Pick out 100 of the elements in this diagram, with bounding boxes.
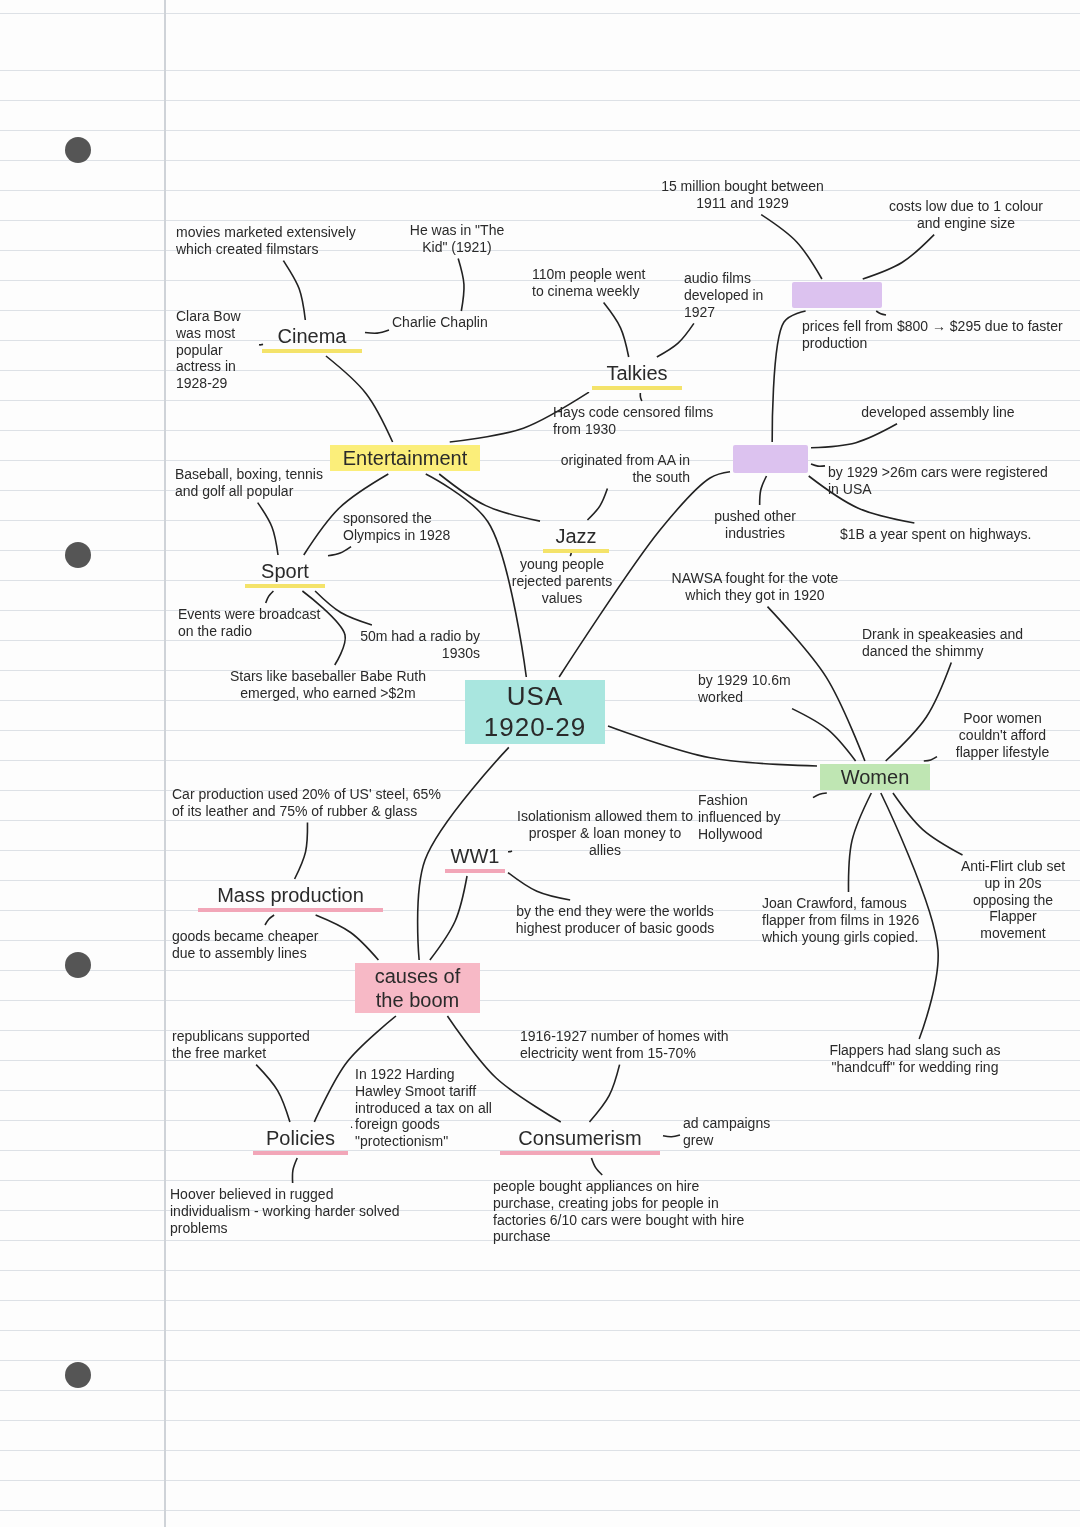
connector-line <box>448 391 590 443</box>
note-text: by the end they were the worlds highest producer of basic goods <box>500 903 730 937</box>
connector-line <box>880 792 939 1040</box>
note-text: prices fell from $800 → $295 due to faster production <box>802 318 1067 352</box>
connector-line <box>507 850 513 853</box>
connector-line <box>446 1015 562 1123</box>
note-text: Hays code censored films from 1930 <box>553 404 738 438</box>
connector-line <box>892 792 964 856</box>
connector-line <box>457 257 465 312</box>
connector-line <box>416 746 510 961</box>
connector-line <box>282 259 307 321</box>
connector-line <box>810 423 898 449</box>
note-text: people bought appliances on hire purchase, creating jobs for people in factories 6/10 cars were bought with hire purchase <box>493 1178 758 1246</box>
topic-label: Policies <box>253 1125 348 1155</box>
note-text: Baseball, boxing, tennis and golf all popular <box>175 466 325 500</box>
connector-line <box>429 875 468 961</box>
note-text: Stars like baseballer Babe Ruth emerged, who earned >$2m <box>218 668 438 702</box>
note-text: Flappers had slang such as "handcuff" for wedding ring <box>815 1042 1015 1076</box>
connector-line <box>656 322 695 358</box>
connector-line <box>875 310 887 316</box>
note-text: Drank in speakeasies and danced the shimmy <box>862 626 1067 660</box>
connector-line <box>256 501 279 556</box>
connector-line <box>302 473 390 556</box>
note-text: 1916-1927 number of homes with electricity went from 15-70% <box>520 1028 740 1062</box>
connector-line <box>424 473 528 678</box>
connector-line <box>314 590 373 626</box>
connector-line <box>350 1126 353 1129</box>
connector-line <box>327 545 352 557</box>
connector-line <box>314 914 380 961</box>
topic-label: Consumerism <box>500 1125 660 1155</box>
connector-line <box>264 914 275 926</box>
connector-line <box>847 792 873 893</box>
connector-line <box>639 392 643 402</box>
connector-line <box>586 487 609 521</box>
topic-label: Sport <box>245 558 325 588</box>
connector-line <box>607 725 818 767</box>
connector-line <box>325 355 394 443</box>
connector-line <box>758 475 768 506</box>
note-text: Charlie Chaplin <box>392 314 532 331</box>
topic-label: Mass production <box>198 882 383 912</box>
note-text: young people rejected parents values <box>497 556 627 607</box>
note-text: Isolationism allowed them to prosper & loan money to allies <box>515 808 695 859</box>
connector-line <box>662 1134 681 1138</box>
topic-label: WW1 <box>445 843 505 873</box>
note-text: Joan Crawford, famous flapper from films in 1926 which young girls copied. <box>762 895 922 946</box>
connector-line <box>884 661 953 762</box>
connector-line <box>438 473 541 522</box>
highlight-box <box>792 282 882 308</box>
note-text: movies marketed extensively which created filmstars <box>176 224 376 258</box>
connector-line <box>812 792 828 799</box>
note-text: Events were broadcast on the radio <box>178 606 328 640</box>
topic-label: Cinema <box>262 323 362 353</box>
connector-line <box>771 310 807 443</box>
note-text: republicans supported the free market <box>172 1028 317 1062</box>
connector-line <box>590 1157 604 1176</box>
note-text: In 1922 Harding Hawley Smoot tariff introduced a tax on all foreign goods "protectionism" <box>355 1066 500 1150</box>
note-text: Hoover believed in rugged individualism - working harder solved problems <box>170 1186 405 1237</box>
note-text: goods became cheaper due to assembly lines <box>172 928 322 962</box>
connector-line <box>255 1063 291 1123</box>
connector-line <box>291 1157 298 1184</box>
note-text: Poor women couldn't afford flapper lifestyle <box>940 710 1065 761</box>
connector-line <box>766 605 866 762</box>
connector-line <box>602 301 630 358</box>
connector-line <box>293 821 309 880</box>
connector-line <box>569 552 572 557</box>
topic-label: Entertainment <box>330 445 480 471</box>
note-text: Anti-Flirt club set up in 20s opposing the Flapper movement <box>958 858 1068 942</box>
topic-label: causes of the boom <box>355 963 480 1013</box>
connector-line <box>558 470 731 678</box>
topic-label: Jazz <box>543 523 609 553</box>
connector-line <box>364 329 390 335</box>
note-text: 15 million bought between 1911 and 1929 <box>655 178 830 212</box>
connector-line <box>258 343 264 346</box>
note-text: ad campaigns grew <box>683 1115 803 1149</box>
highlight-box <box>733 445 808 473</box>
note-text: originated from AA in the south <box>550 452 690 486</box>
central-topic: USA 1920-29 <box>465 680 605 745</box>
note-text: developed assembly line <box>838 404 1038 421</box>
connector-line <box>588 1063 621 1123</box>
connector-line <box>791 707 857 762</box>
note-text: sponsored the Olympics in 1928 <box>343 510 458 544</box>
note-text: by 1929 10.6m worked <box>698 672 838 706</box>
topic-label: Women <box>820 764 930 790</box>
note-text: He was in "The Kid" (1921) <box>398 222 516 256</box>
connector-line <box>264 590 275 604</box>
connector-line <box>810 463 826 467</box>
note-text: Fashion influenced by Hollywood <box>698 792 810 843</box>
note-text: Clara Bow was most popular actress in 1928-29 <box>176 308 260 392</box>
connector-line <box>313 1015 397 1123</box>
connector-line <box>861 233 935 280</box>
note-text: $1B a year spent on highways. <box>840 526 1040 543</box>
note-text: NAWSA fought for the vote which they got in 1920 <box>665 570 845 604</box>
topic-label: Talkies <box>592 360 682 390</box>
connector-line <box>507 871 571 901</box>
note-text: costs low due to 1 colour and engine size <box>880 198 1052 232</box>
connector-line <box>760 213 823 280</box>
connector-line <box>807 475 916 524</box>
connector-line <box>301 590 347 666</box>
note-text: by 1929 >26m cars were registered in USA <box>828 464 1058 498</box>
note-text: 110m people went to cinema weekly <box>532 266 657 300</box>
